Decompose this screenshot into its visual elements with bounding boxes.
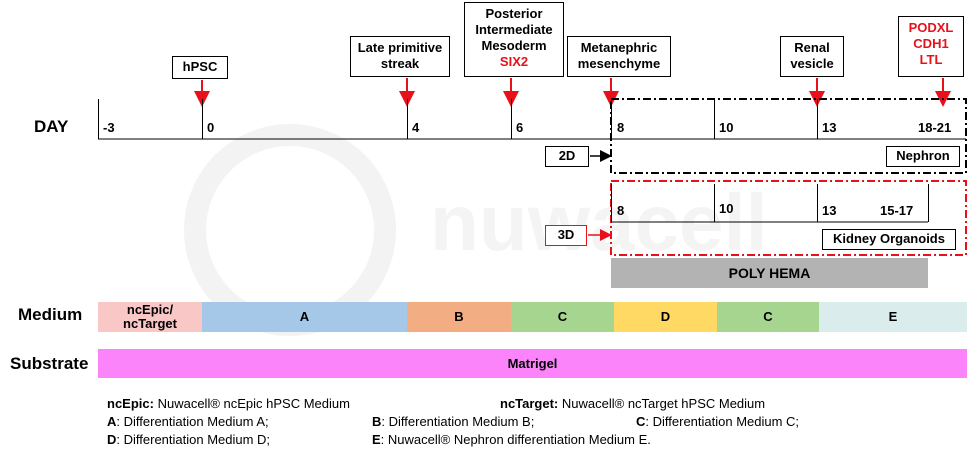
- poly-hema-label: POLY HEMA: [728, 265, 811, 281]
- stage-pim-line2: Intermediate: [475, 22, 553, 37]
- legend-e: E: Nuwacell® Nephron differentiation Med…: [372, 432, 651, 447]
- legend-ncepic: ncEpic: Nuwacell® ncEpic hPSC Medium: [107, 396, 350, 411]
- tick-day-13: [817, 99, 818, 139]
- stage-rv-line2: vesicle: [790, 56, 834, 71]
- marker-podxl: PODXL: [908, 20, 954, 35]
- medium-ncepic-line2: ncTarget: [123, 316, 177, 331]
- day-8: 8: [617, 120, 625, 135]
- day-3d-13: 13: [822, 203, 837, 218]
- legend-nctarget-value: Nuwacell® ncTarget hPSC Medium: [561, 396, 766, 411]
- day-6: 6: [516, 120, 524, 135]
- day-13: 13: [822, 120, 837, 135]
- medium-ncepic-nctarget: ncEpic/ ncTarget: [98, 302, 202, 332]
- legend-nctarget-key: ncTarget:: [500, 396, 559, 411]
- stage-metanephric-mesenchyme: Metanephric mesenchyme: [567, 36, 671, 77]
- medium-d: D: [614, 302, 717, 332]
- substrate-matrigel-bar: Matrigel: [98, 349, 967, 378]
- day-label: DAY: [34, 117, 69, 136]
- medium-a: A: [202, 302, 407, 332]
- marker-ltl: LTL: [919, 52, 943, 67]
- stage-pim-line3: Mesoderm: [481, 38, 547, 53]
- legend-nctarget: ncTarget: Nuwacell® ncTarget hPSC Medium: [500, 396, 765, 411]
- stage-mm-line2: mesenchyme: [577, 56, 661, 71]
- day-3d-15-17: 15-17: [880, 203, 914, 218]
- nephron-box: Nephron: [886, 146, 960, 167]
- stage-late-line2: streak: [380, 56, 420, 71]
- legend-e-key: E: [372, 432, 381, 447]
- stage-hpsc: hPSC: [172, 56, 228, 79]
- legend-b-key: B: [372, 414, 382, 429]
- medium-e: E: [819, 302, 967, 332]
- day-3d-8: 8: [617, 203, 625, 218]
- day-0: 0: [207, 120, 215, 135]
- medium-b: B: [407, 302, 511, 332]
- legend-ncepic-value: Nuwacell® ncEpic hPSC Medium: [157, 396, 350, 411]
- legend-a-value: : Differentiation Medium A;: [116, 414, 269, 429]
- tick-3d-15-17: [928, 184, 929, 222]
- legend-e-value: : Nuwacell® Nephron differentiation Medi…: [380, 432, 651, 447]
- legend-a: A: Differentiation Medium A;: [107, 414, 269, 429]
- stage-late-line1: Late primitive: [357, 40, 443, 55]
- legend-d-value: : Differentiation Medium D;: [116, 432, 271, 447]
- legend-d: D: Differentiation Medium D;: [107, 432, 270, 447]
- tick-3d-13: [817, 184, 818, 222]
- tick-day-0: [202, 99, 203, 139]
- day-m3: -3: [103, 120, 115, 135]
- tick-3d-8: [611, 184, 612, 222]
- kidney-organoids-box: Kidney Organoids: [822, 229, 956, 250]
- label-2d: 2D: [545, 146, 589, 167]
- medium-c1: C: [511, 302, 614, 332]
- legend-c: C: Differentiation Medium C;: [636, 414, 799, 429]
- tick-day-10: [714, 99, 715, 139]
- stage-renal-vesicle: Renal vesicle: [780, 36, 844, 77]
- legend-c-key: C: [636, 414, 646, 429]
- day-10: 10: [719, 120, 734, 135]
- tick-day-6: [511, 99, 512, 139]
- tick-day-4: [407, 99, 408, 139]
- legend-b: B: Differentiation Medium B;: [372, 414, 534, 429]
- stage-late-primitive-streak: Late primitive streak: [350, 36, 450, 77]
- stage-markers: PODXL CDH1 LTL: [898, 16, 964, 77]
- substrate-matrigel-label: Matrigel: [507, 356, 558, 371]
- tick-day-8: [611, 99, 612, 139]
- legend-a-key: A: [107, 414, 117, 429]
- tick-3d-10: [714, 184, 715, 222]
- timeline-graphics: [98, 78, 967, 256]
- legend-d-key: D: [107, 432, 117, 447]
- marker-cdh1: CDH1: [913, 36, 949, 51]
- stage-mm-line1: Metanephric: [580, 40, 658, 55]
- tick-day-m3: [98, 99, 99, 139]
- stage-hpsc-label: hPSC: [182, 59, 218, 74]
- legend-c-value: : Differentiation Medium C;: [645, 414, 800, 429]
- medium-label: Medium: [18, 305, 83, 324]
- day-4: 4: [412, 120, 420, 135]
- stage-rv-line1: Renal: [794, 40, 830, 55]
- poly-hema-bar: POLY HEMA: [611, 258, 928, 288]
- stage-pim-line1: Posterior: [485, 6, 543, 21]
- medium-ncepic-line1: ncEpic/: [126, 302, 174, 317]
- legend-b-value: : Differentiation Medium B;: [381, 414, 535, 429]
- label-3d: 3D: [545, 225, 587, 246]
- day-3d-10: 10: [719, 201, 734, 216]
- day-18-21: 18-21: [918, 120, 952, 135]
- medium-c2: C: [717, 302, 819, 332]
- stage-posterior-intermediate-mesoderm: Posterior Intermediate Mesoderm SIX2: [464, 2, 564, 77]
- stage-pim-marker: SIX2: [499, 54, 529, 69]
- legend-ncepic-key: ncEpic:: [107, 396, 154, 411]
- substrate-label: Substrate: [10, 354, 89, 373]
